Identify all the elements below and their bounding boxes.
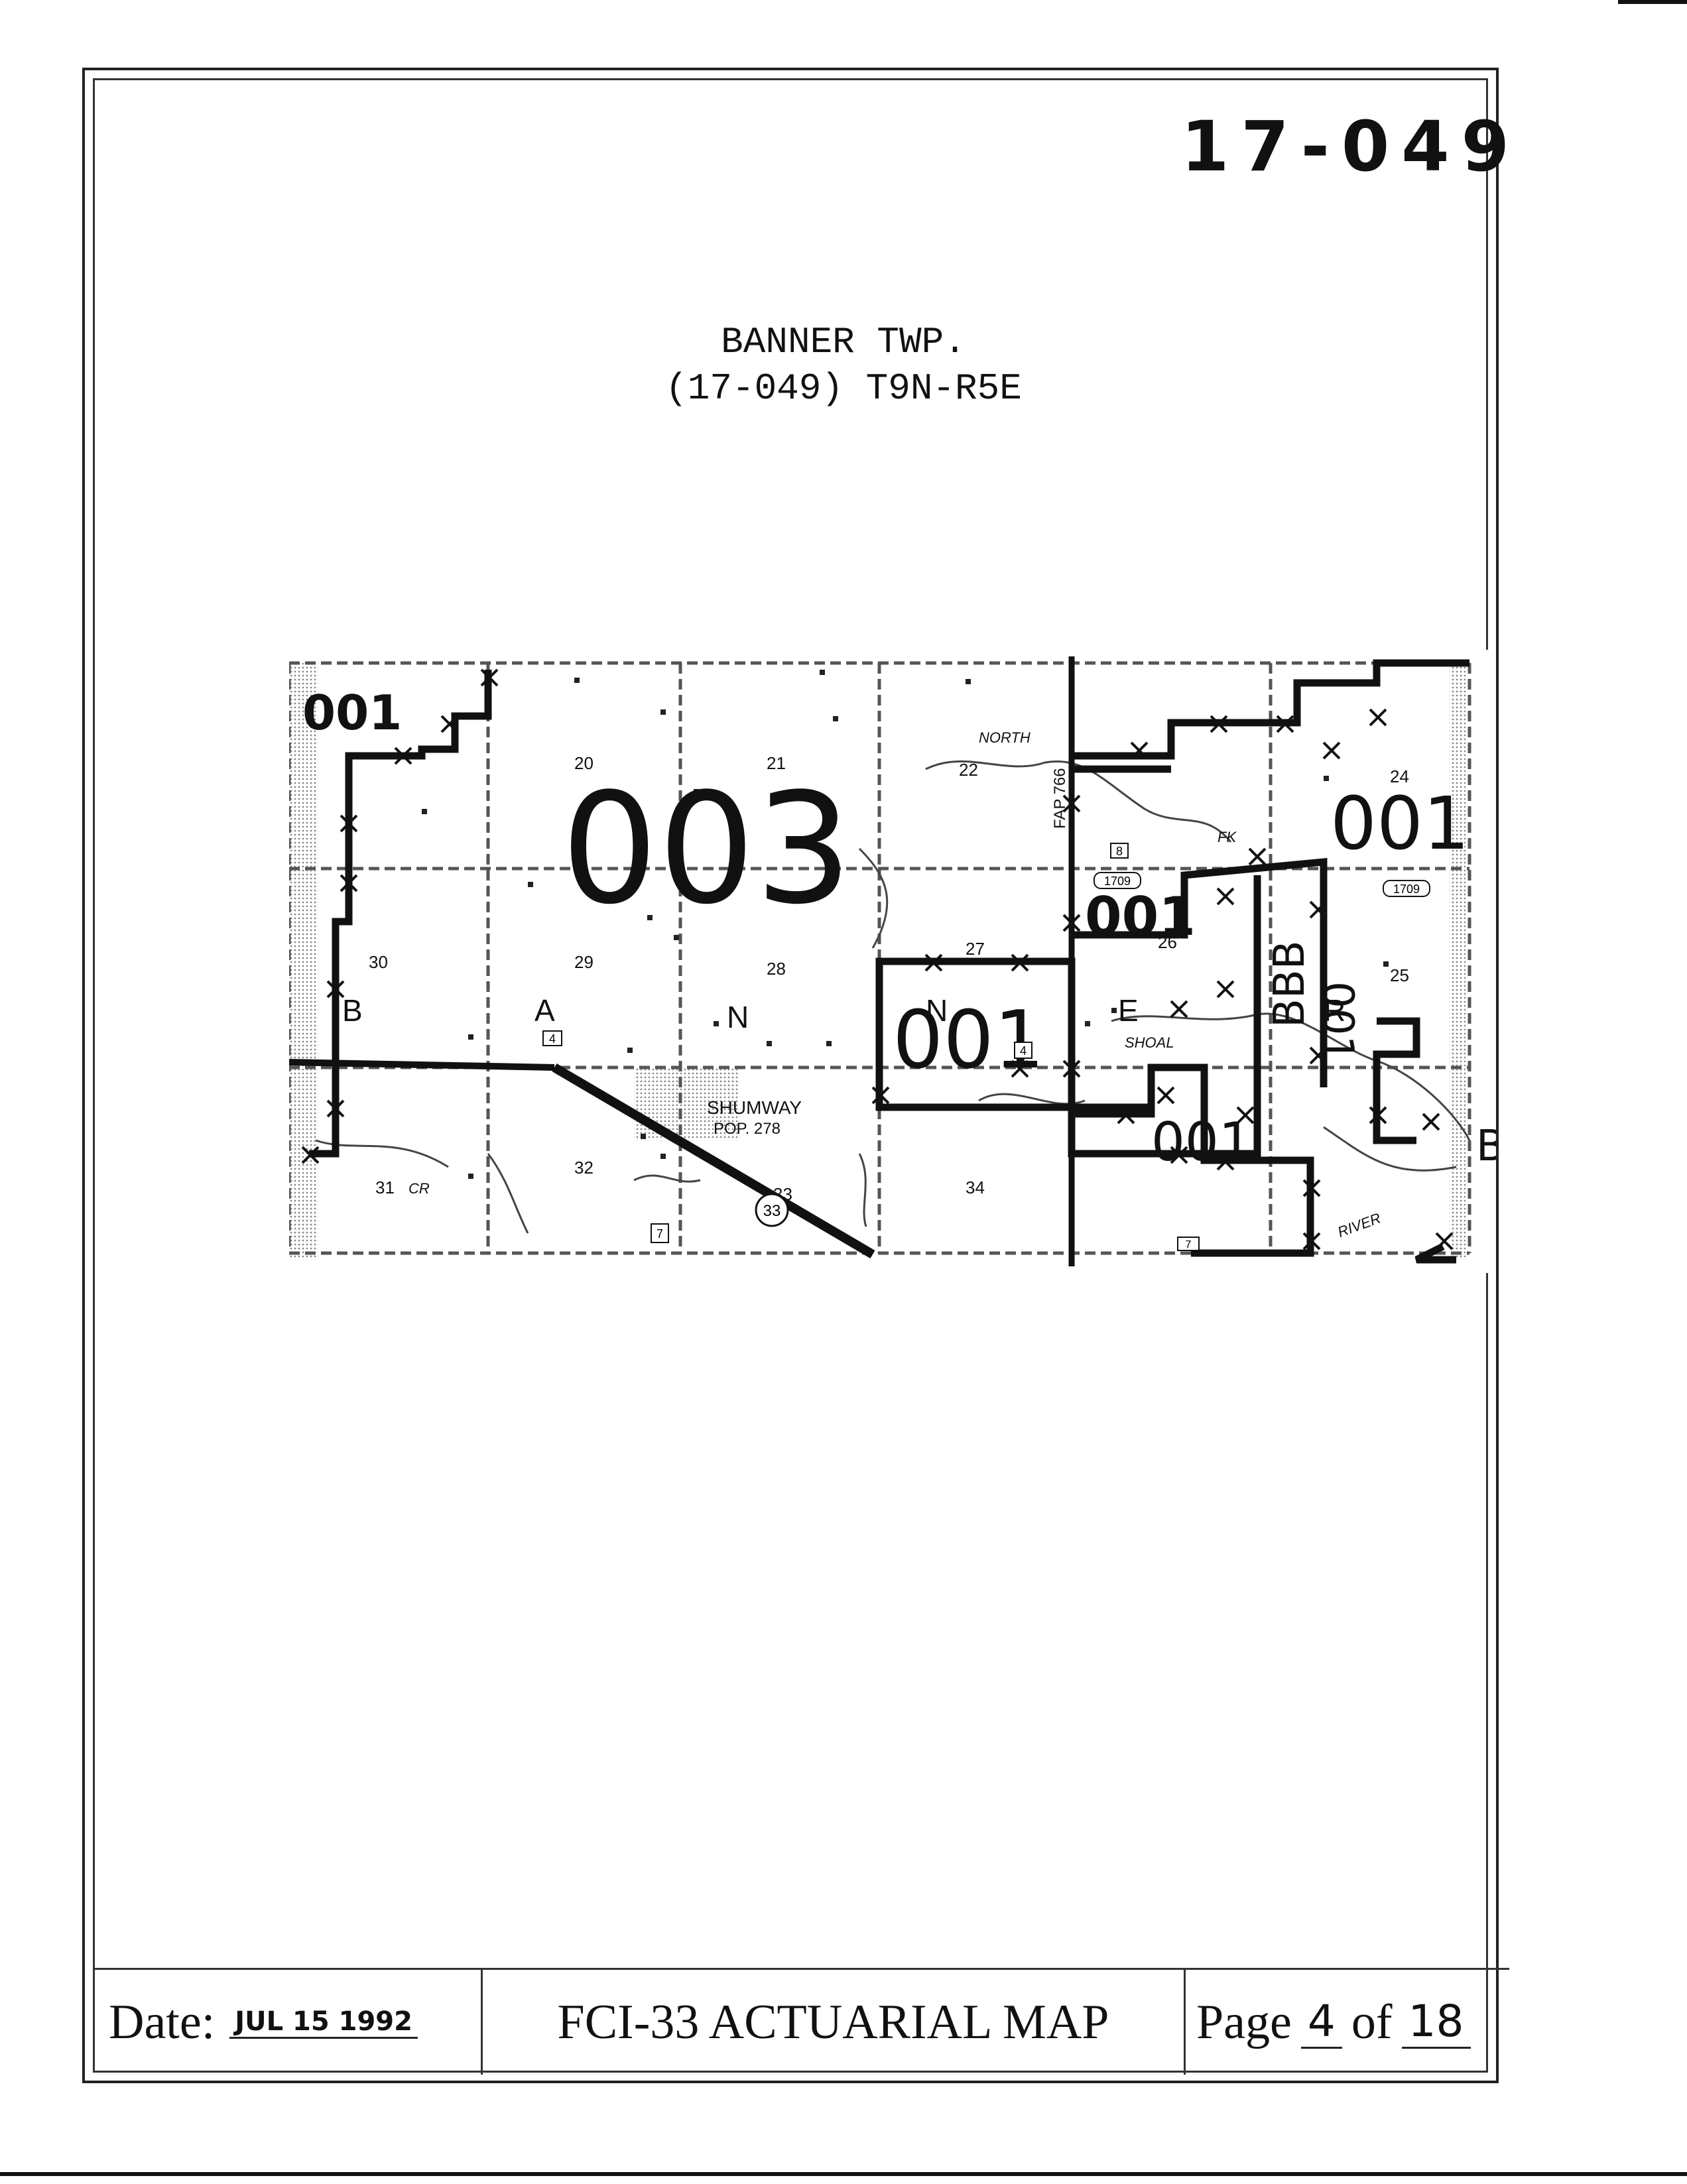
route-shields: 33 4 8 1709 1709 4 7 7 — [542, 843, 1430, 1251]
section-number: 22 — [959, 760, 978, 780]
route-label: 8 — [1116, 845, 1123, 858]
township-letter: N — [727, 1000, 749, 1034]
route-label: 7 — [656, 1227, 663, 1241]
township-title: BANNER TWP. — [721, 321, 966, 363]
township-letter: N — [926, 993, 948, 1028]
stream-label-cr: CR — [408, 1180, 430, 1197]
map-id: 17-049 — [1181, 106, 1521, 187]
form-title: FCI-33 ACTUARIAL MAP — [557, 1994, 1109, 2049]
zone-label-001-35: 001 — [1151, 1111, 1253, 1173]
zone-label-001-26: 001 — [1085, 886, 1196, 947]
route-shield — [1014, 1042, 1032, 1059]
section-number: 30 — [369, 952, 388, 972]
zone-label-003: 003 — [561, 761, 852, 938]
boundary-x-markers — [301, 668, 1454, 1250]
bottom-edge-rule — [0, 2172, 1687, 2176]
road-label-fap: FAP 766 — [1051, 768, 1069, 829]
section-number: 25 — [1390, 965, 1409, 985]
zone-boundaries — [309, 659, 1469, 1264]
township-letters: B A N N E R — [342, 993, 1345, 1034]
streams — [315, 760, 1471, 1234]
route-shield — [1110, 843, 1129, 859]
footer-page-cell: Page 4 of 18 — [1186, 1970, 1509, 2075]
route-label: 33 — [763, 1202, 781, 1220]
township-map: 003 001 001 001 001 001 001 BBB BB 20 21… — [289, 650, 1496, 1273]
footer-date-cell: Date: JUL 15 1992 — [93, 1970, 483, 2075]
township-letter: E — [1118, 993, 1139, 1028]
township-map-svg: 003 001 001 001 001 001 001 BBB BB 20 21… — [289, 650, 1496, 1273]
highway-33 — [552, 1063, 875, 1259]
section-number: 27 — [966, 939, 985, 959]
section-number: 24 — [1390, 766, 1409, 786]
date-label: Date: — [109, 1994, 216, 2049]
route-shield — [651, 1223, 669, 1243]
route-label: 4 — [1020, 1044, 1027, 1058]
top-edge-rule — [1618, 0, 1687, 4]
section-number: 21 — [767, 753, 786, 773]
township-subtitle: (17-049) T9N-R5E — [665, 367, 1022, 410]
section-number: 26 — [1158, 932, 1177, 952]
zone-label-bbb: BBB — [1265, 940, 1314, 1028]
east-shaded-strip — [1450, 663, 1466, 1260]
section-number: 34 — [966, 1178, 985, 1197]
zone-label-bb: BB — [1476, 1122, 1496, 1171]
route-shield — [542, 1030, 562, 1046]
zone-label-001-nw: 001 — [302, 685, 402, 741]
footer: Date: JUL 15 1992 FCI-33 ACTUARIAL MAP P… — [93, 1968, 1509, 2075]
zone-label-001-27: 001 — [893, 995, 1044, 1087]
route-shield-33 — [755, 1193, 789, 1227]
section-numbers: 20 21 22 24 30 29 28 27 26 25 31 32 33 3… — [369, 753, 1409, 1204]
township-letter: A — [534, 993, 555, 1028]
section-number: 31 — [375, 1178, 395, 1197]
stream-label-shoal: SHOAL — [1125, 1034, 1174, 1051]
section-number: 29 — [574, 952, 594, 972]
place-label: SHUMWAY — [707, 1097, 802, 1118]
route-label: 7 — [1186, 1239, 1192, 1250]
zone-labels: 003 001 001 001 001 001 001 BBB BB — [302, 685, 1496, 1173]
zone-label-001-ne: 001 — [1330, 781, 1469, 866]
date-stamp: JUL 15 1992 — [229, 2006, 418, 2039]
township-letter: B — [342, 993, 363, 1028]
section-number: 20 — [574, 753, 594, 773]
west-shaded-strip — [289, 663, 318, 1260]
route-label: 1709 — [1393, 882, 1420, 896]
population-label: POP. 278 — [714, 1120, 781, 1138]
route-shield — [1383, 880, 1430, 897]
township-letter: R — [1324, 993, 1345, 1028]
section-number: 32 — [574, 1158, 594, 1178]
stream-label-north: NORTH — [979, 729, 1031, 746]
of-label: of — [1351, 1994, 1393, 2049]
building-markers — [422, 670, 1389, 1179]
route-label: 1709 — [1104, 875, 1131, 888]
footer-title-cell: FCI-33 ACTUARIAL MAP — [483, 1970, 1186, 2075]
zone-label-001-25: 001 — [1313, 981, 1362, 1062]
route-shield — [1177, 1237, 1200, 1251]
section-number: 28 — [767, 959, 786, 979]
page-label: Page — [1196, 1994, 1292, 2049]
page-current: 4 — [1300, 1996, 1342, 2049]
page-frame-outer — [82, 68, 1499, 2083]
stream-label-fk: FK — [1218, 829, 1237, 845]
page-total: 18 — [1401, 1996, 1471, 2049]
route-label: 4 — [549, 1032, 556, 1046]
route-shield — [1093, 872, 1141, 889]
